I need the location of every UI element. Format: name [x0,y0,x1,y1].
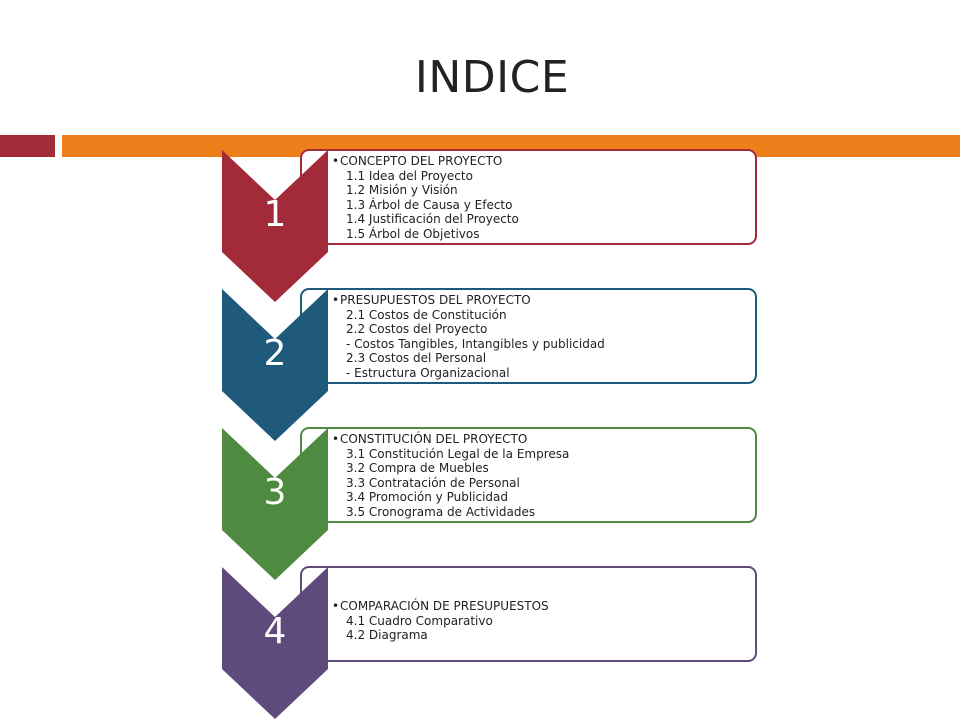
step-1-box: CONCEPTO DEL PROYECTO 1.1 Idea del Proye… [300,149,757,245]
step-2-item: - Costos Tangibles, Intangibles y public… [346,336,605,351]
step-3-number: 3 [263,472,287,513]
step-2-chevron [222,289,328,441]
step-3-item: 3.2 Compra de Muebles [346,461,489,476]
step-4-heading: COMPARACIÓN DE PRESUPUESTOS [332,599,755,614]
slide-title: INDICE [414,52,570,103]
step-1: CONCEPTO DEL PROYECTO 1.1 Idea del Proye… [0,142,960,302]
step-3-item: 3.5 Cronograma de Actividades [346,504,536,519]
step-4-item: 4.2 Diagrama [346,628,428,643]
step-2: PRESUPUESTOS DEL PROYECTO 2.1 Costos de … [0,281,960,441]
step-4-number: 4 [263,611,287,652]
step-1-item: 1.4 Justificación del Proyecto [346,212,519,227]
step-2-item: 2.1 Costos de Constitución [346,307,507,322]
step-3-box: CONSTITUCIÓN DEL PROYECTO 3.1 Constituci… [300,427,757,523]
step-1-chevron [222,150,328,302]
header-band-red [0,135,55,157]
step-1-number: 1 [263,194,287,235]
step-1-heading: CONCEPTO DEL PROYECTO [332,154,755,169]
step-3-chevron [222,428,328,580]
step-1-item: 1.2 Misión y Visión [346,183,458,198]
step-2-number: 2 [263,333,287,374]
step-3: CONSTITUCIÓN DEL PROYECTO 3.1 Constituci… [0,420,960,580]
step-4-chevron [222,567,328,719]
step-1-item: 1.5 Árbol de Objetivos [346,226,480,241]
step-1-item: 1.3 Árbol de Causa y Efecto [346,197,513,212]
step-3-heading: CONSTITUCIÓN DEL PROYECTO [332,432,755,447]
step-3-item: 3.3 Contratación de Personal [346,475,520,490]
step-3-item: 3.1 Constitución Legal de la Empresa [346,446,570,461]
step-2-item: 2.2 Costos del Proyecto [346,322,488,337]
step-4-item: 4.1 Cuadro Comparativo [346,613,493,628]
step-2-box: PRESUPUESTOS DEL PROYECTO 2.1 Costos de … [300,288,757,384]
step-4: COMPARACIÓN DE PRESUPUESTOS 4.1 Cuadro C… [0,559,960,719]
step-4-box: COMPARACIÓN DE PRESUPUESTOS 4.1 Cuadro C… [300,566,757,662]
step-3-item: 3.4 Promoción y Publicidad [346,490,509,505]
step-2-heading: PRESUPUESTOS DEL PROYECTO [332,293,755,308]
step-2-item: 2.3 Costos del Personal [346,351,487,366]
step-1-item: 1.1 Idea del Proyecto [346,168,473,183]
step-2-item: - Estructura Organizacional [346,365,510,380]
